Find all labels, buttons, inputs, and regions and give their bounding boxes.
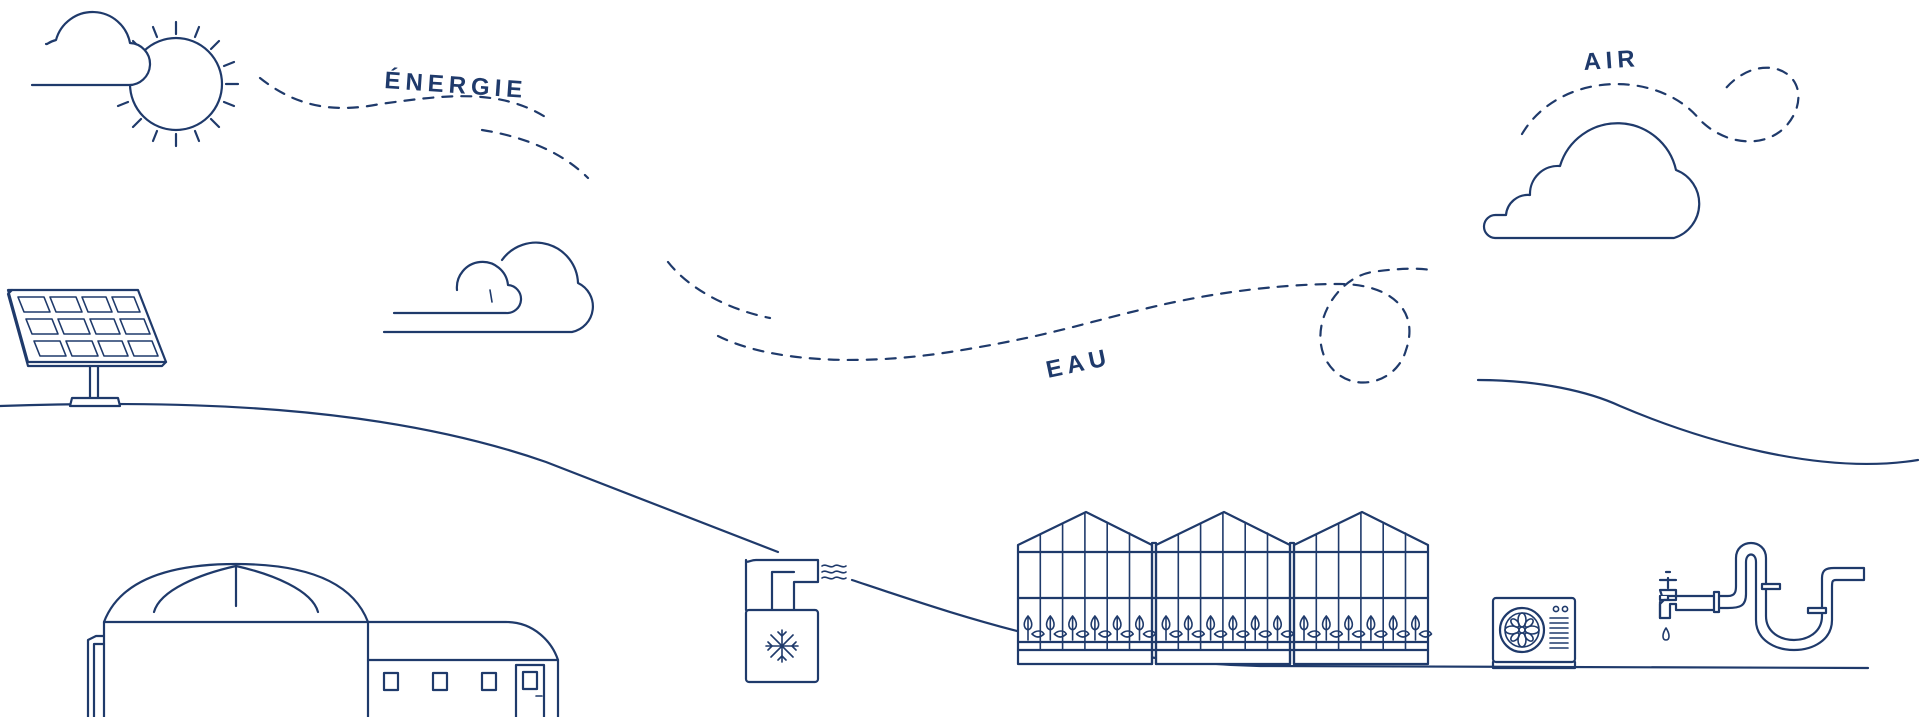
cloud-icon <box>30 10 152 87</box>
cloud-icon <box>1482 122 1701 240</box>
plant-icon <box>1183 615 1206 641</box>
eau-label: EAU <box>1044 344 1114 384</box>
greenhouse-icon <box>1016 510 1430 666</box>
water-flow-lines <box>716 267 1432 384</box>
plant-icon <box>1023 615 1045 641</box>
water-tap-icon <box>1658 570 1718 620</box>
water-drop-icon <box>1662 627 1670 641</box>
air-wind-lines <box>1520 66 1800 143</box>
energy-wind-lines <box>258 76 772 320</box>
plant-icon <box>1228 615 1250 641</box>
plant-icon <box>1299 615 1321 641</box>
plant-icon <box>1250 615 1272 641</box>
plant-icon <box>1344 615 1366 641</box>
cloud-icon <box>382 241 594 334</box>
air-label: AIR <box>1583 45 1641 76</box>
plant-icon <box>1045 615 1068 641</box>
solar-panel-icon <box>6 288 168 408</box>
plant-row <box>1023 615 1433 641</box>
plant-icon <box>1112 615 1134 641</box>
pipe-icon <box>1712 542 1866 651</box>
heat-pump-icon <box>1491 596 1577 670</box>
cooling-unit-icon <box>744 558 847 684</box>
plant-icon <box>1410 615 1433 641</box>
plant-icon <box>1161 615 1183 641</box>
plant-icon <box>1366 615 1388 641</box>
plant-icon <box>1272 615 1295 641</box>
snowflake-icon <box>765 629 799 663</box>
plant-icon <box>1068 615 1090 641</box>
plant-icon <box>1090 615 1112 641</box>
plant-icon <box>1321 615 1344 641</box>
plant-icon <box>1134 615 1157 641</box>
biogas-plant-icon <box>86 562 560 717</box>
fan-icon <box>1498 606 1546 654</box>
plant-icon <box>1206 615 1228 641</box>
plant-icon <box>1388 615 1410 641</box>
energie-label: ÉNERGIE <box>384 66 529 104</box>
